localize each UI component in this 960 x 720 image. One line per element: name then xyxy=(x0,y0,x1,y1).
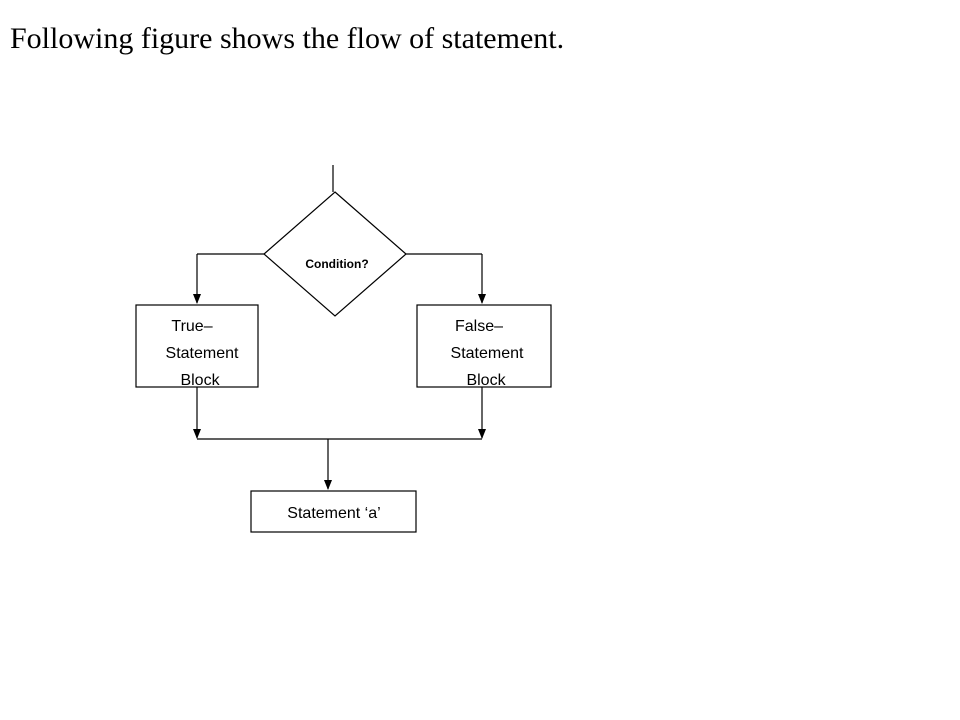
decision-label: Condition? xyxy=(305,257,368,271)
statement-a-block xyxy=(250,490,417,533)
false-block-line-2: Statement xyxy=(451,345,524,362)
true-block-line-2: Statement xyxy=(166,345,239,362)
statement-a-label: Statement ‘a’ xyxy=(287,505,380,522)
decision-diamond xyxy=(263,191,407,317)
false-statement-block xyxy=(416,304,552,388)
true-block-line-1: True– xyxy=(171,318,212,335)
true-statement-block xyxy=(135,304,259,388)
false-block-line-3: Block xyxy=(466,372,506,389)
false-block-line-1: False– xyxy=(455,318,503,335)
slide-title: Following figure shows the flow of state… xyxy=(10,22,565,55)
true-block-line-3: Block xyxy=(180,372,220,389)
